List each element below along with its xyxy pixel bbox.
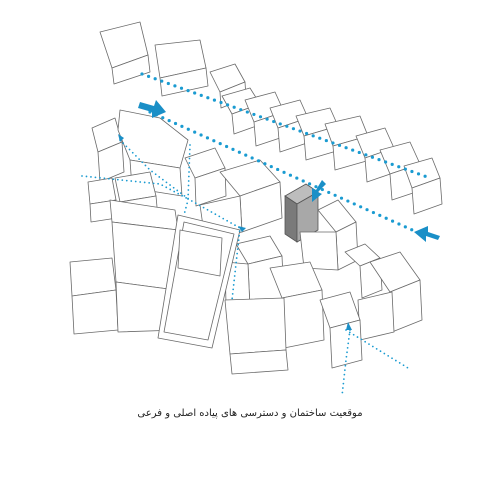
building-row-upper xyxy=(209,63,443,215)
arrow-to-building xyxy=(312,180,326,202)
building-right-mid xyxy=(299,199,423,341)
arrow-small-mid xyxy=(238,226,246,232)
arrow-entry-upper-left xyxy=(138,100,166,118)
arrow-small-left xyxy=(118,134,124,142)
main-path-upper xyxy=(140,72,432,180)
sub-path-east xyxy=(345,329,409,369)
building-central-block xyxy=(184,147,283,241)
sub-path-south xyxy=(341,329,351,397)
target-building xyxy=(284,183,319,243)
sub-path-west xyxy=(81,175,191,201)
sub-path-vertical xyxy=(183,144,191,216)
building-top-left-1 xyxy=(99,21,151,85)
building-lower-center xyxy=(224,235,363,375)
courtyard-block xyxy=(157,214,241,349)
arrow-entry-right xyxy=(414,226,440,242)
arrow-small-east xyxy=(346,322,352,330)
building-left-cluster xyxy=(87,109,189,225)
diagram-caption: موقعیت ساختمان و دسترسی های پیاده اصلی و… xyxy=(137,408,363,419)
main-path-lower xyxy=(148,110,432,240)
building-top-left-2 xyxy=(154,39,209,97)
